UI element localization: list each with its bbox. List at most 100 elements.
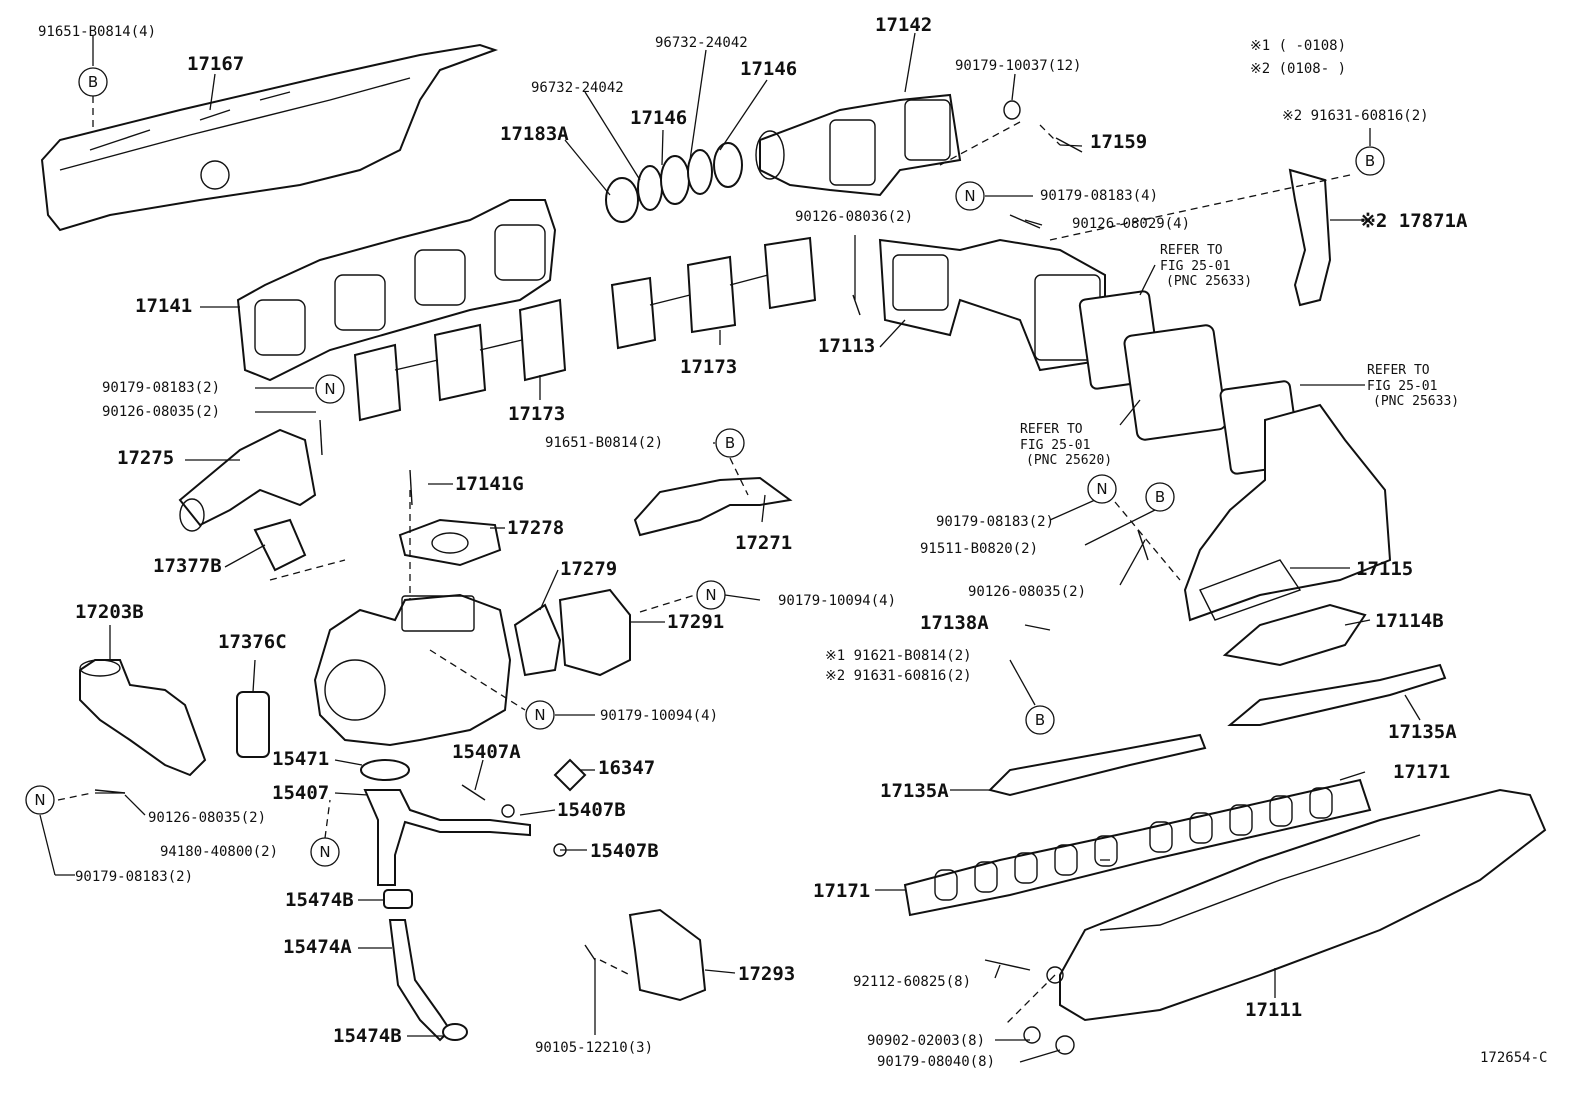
part-label: 92112-60825(8) [853, 974, 971, 990]
marker-b: B [78, 67, 108, 97]
part-17291-elbow [558, 588, 631, 677]
part-label: 94180-40800(2) [160, 844, 278, 860]
part-17271-heat-shield [633, 476, 793, 537]
part-17115-exhaust-pipe [1183, 403, 1392, 622]
part-label: 17279 [560, 558, 617, 580]
stud-90126-08036 [852, 294, 861, 316]
legend-note-2: ※2 (0108- ) [1250, 61, 1346, 77]
part-label: 17114B [1375, 610, 1444, 632]
part-label: 16347 [598, 757, 655, 779]
part-label: 90179-10094(4) [600, 708, 718, 724]
svg-text:N: N [705, 586, 716, 604]
marker-b: B [1145, 482, 1175, 512]
leader-lines [39, 32, 1421, 1063]
part-label: 15407A [452, 741, 521, 763]
part-label: ※1 91621-B0814(2) [825, 648, 972, 664]
nut-15407B-a [501, 804, 515, 818]
figure-id: 172654-C [1480, 1050, 1547, 1066]
svg-text:B: B [1155, 488, 1165, 506]
part-label: 17293 [738, 963, 795, 985]
svg-text:REFER TO: REFER TO [1020, 422, 1083, 437]
part-label: 90105-12210(3) [535, 1040, 653, 1056]
marker-b: B [1025, 705, 1055, 735]
part-label: 17183A [500, 123, 569, 145]
svg-text:(PNC 25633): (PNC 25633) [1373, 394, 1459, 409]
part-17142-exhaust-pipe [759, 93, 962, 197]
part-17279-gasket [513, 603, 562, 677]
svg-text:FIG 25-01: FIG 25-01 [1160, 259, 1230, 274]
stud-17141G [409, 469, 413, 506]
svg-text:FIG 25-01: FIG 25-01 [1020, 438, 1090, 453]
part-17114B-gasket [1222, 603, 1367, 667]
stud-90126-08029 [1009, 214, 1041, 229]
nut-90179-10037 [1003, 100, 1021, 120]
part-17171-gasket [903, 778, 1372, 917]
svg-text:B: B [725, 434, 735, 452]
part-16347-gasket [553, 758, 587, 792]
part-label: 17278 [507, 517, 564, 539]
part-17173-gasket-upper [610, 236, 817, 350]
svg-text:(PNC 25620): (PNC 25620) [1026, 453, 1112, 468]
part-label: 17135A [880, 780, 949, 802]
part-17377B-gasket [253, 518, 307, 572]
part-label: 17167 [187, 53, 244, 75]
part-label: 17171 [1393, 761, 1450, 783]
part-label: 17135A [1388, 721, 1457, 743]
part-17135A-insulator-right [1227, 663, 1447, 726]
part-label: 91651-B0814(2) [545, 435, 663, 451]
part-labels: 91651-B0814(4) 17167 96732-24042 96732-2… [38, 14, 1468, 1070]
svg-text:(PNC 25633): (PNC 25633) [1166, 274, 1252, 289]
part-label: 90179-08040(8) [877, 1054, 995, 1070]
part-label: 96732-24042 [531, 80, 624, 96]
marker-n: N [955, 181, 985, 211]
part-label: 17111 [1245, 999, 1302, 1021]
part-label: ※2 91631-60816(2) [825, 668, 972, 684]
stud-90126-08035-a [319, 419, 323, 456]
part-17183A-ring [605, 177, 639, 223]
part-label: 17377B [153, 555, 222, 577]
part-label: 15407B [590, 840, 659, 862]
part-17113-exhaust-pipe [878, 238, 1106, 372]
svg-text:REFER TO: REFER TO [1160, 243, 1223, 258]
nut-90902-02003 [1023, 1026, 1041, 1044]
part-label: 90126-08035(2) [102, 404, 220, 420]
part-label: 96732-24042 [655, 35, 748, 51]
stud-92112-60825 [984, 959, 1031, 971]
marker-n: N [1087, 474, 1117, 504]
part-17275-elbow [178, 428, 317, 527]
nut-90179-08040 [1055, 1035, 1075, 1055]
marker-b: B [715, 428, 745, 458]
part-17167-heat-insulator [40, 43, 499, 232]
part-label: 90179-10037(12) [955, 58, 1081, 74]
part-label: 17159 [1090, 131, 1147, 153]
part-label: 90126-08035(2) [148, 810, 266, 826]
part-15474B-clamp [383, 889, 413, 909]
part-17135A-insulator-left [988, 733, 1207, 797]
fasteners [94, 100, 1149, 1055]
part-label: 15471 [272, 748, 329, 770]
stud-17159 [1055, 137, 1083, 153]
part-17871A-bracket [1288, 168, 1332, 307]
nut-17135A [1046, 966, 1064, 984]
part-label: 17275 [117, 447, 174, 469]
part-label: 15474A [283, 936, 352, 958]
stud-90126-08035-b [1137, 529, 1149, 561]
marker-n: N [525, 700, 555, 730]
svg-text:B: B [88, 73, 98, 91]
part-17376C-gasket [236, 691, 270, 758]
part-label: 17141G [455, 473, 524, 495]
svg-text:REFER TO: REFER TO [1367, 363, 1430, 378]
part-15407-pipe [363, 789, 531, 886]
part-label: 90179-08183(2) [102, 380, 220, 396]
part-label: 17173 [508, 403, 565, 425]
svg-text:N: N [1096, 480, 1107, 498]
part-label: 17291 [667, 611, 724, 633]
part-17173-gasket-lower [353, 298, 567, 422]
svg-text:B: B [1035, 711, 1045, 729]
refer-note-1: REFER TO FIG 25-01 (PNC 25633) [1160, 243, 1252, 289]
part-label: 90126-08035(2) [968, 584, 1086, 600]
part-label: 17142 [875, 14, 932, 36]
svg-text:B: B [1365, 152, 1375, 170]
part-17146-ring [660, 155, 690, 205]
